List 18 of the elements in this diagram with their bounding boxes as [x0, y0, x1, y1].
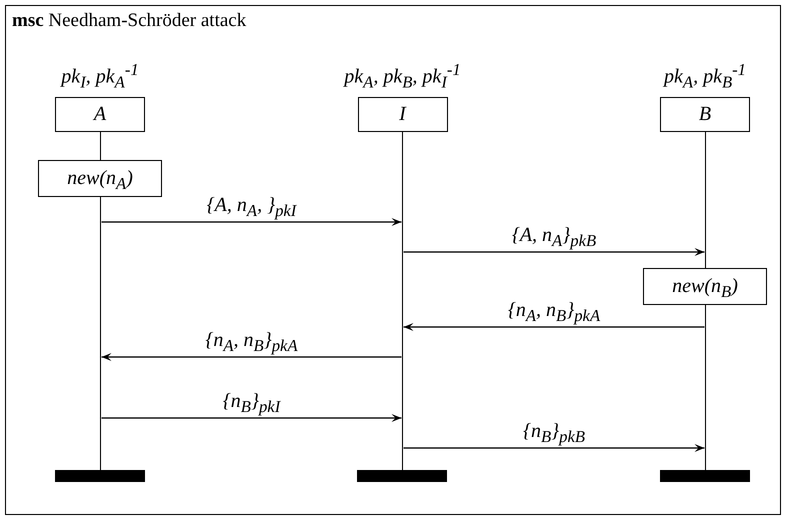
end-bar: [55, 470, 145, 482]
message-arrow: [404, 248, 704, 256]
message-arrow: [102, 353, 402, 361]
action-box: new(n$_{B}$): [643, 268, 767, 305]
message-arrow: [102, 218, 402, 226]
diagram-title: msc Needham-Schröder attack: [12, 10, 246, 32]
instance-box: I: [358, 97, 448, 132]
message-arrow: [102, 414, 402, 422]
lifeline: [402, 132, 403, 470]
instance-box: B: [660, 97, 750, 132]
end-bar: [660, 470, 750, 482]
end-bar: [357, 470, 447, 482]
instance-box: A: [55, 97, 145, 132]
lifeline: [705, 132, 706, 470]
message-arrow: [404, 323, 704, 331]
lifeline: [100, 132, 101, 470]
action-box: new(n$_{A}$): [38, 160, 162, 197]
message-arrow: [404, 444, 704, 452]
